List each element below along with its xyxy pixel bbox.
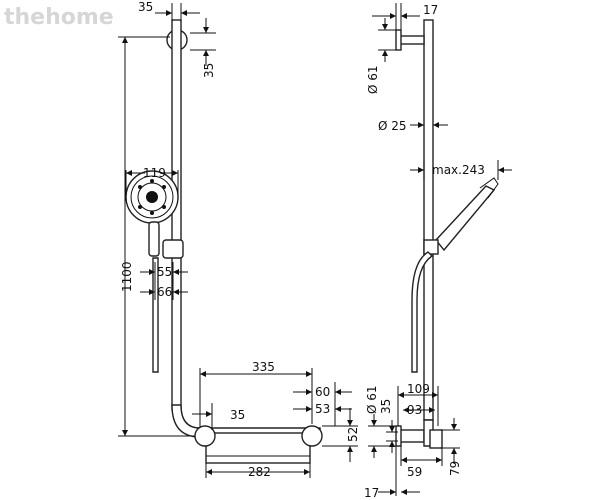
side-shelf [429,429,443,449]
vertical-rail [171,19,182,411]
dim-side-dia61-top: Ø 61 [366,65,380,94]
dim-side-109: 109 [407,382,430,396]
side-bottom-mount [398,429,425,443]
side-slider [423,239,439,255]
side-hose [411,251,434,373]
dim-shelf-60: 60 [315,385,330,399]
dim-shelf-53: 53 [315,402,330,416]
rail-bend [171,404,321,438]
dim-shelf-35: 35 [230,408,245,422]
dim-top-width: 35 [138,0,153,14]
dim-side-17-bottom: 17 [364,486,379,500]
slider-holder [162,239,184,259]
side-shower-head [435,185,496,252]
dim-shelf-335: 335 [252,360,275,374]
dim-total-height: 1100 [120,261,134,292]
dim-side-max: max.243 [432,163,485,177]
dim-side-dia61-bottom: Ø 61 [365,385,379,414]
dim-top-offset: 35 [202,63,216,78]
shelf [205,432,311,464]
dim-head-width: 119 [143,166,166,180]
dim-side-59: 59 [407,465,422,479]
dim-shelf-52: 52 [346,427,360,442]
dim-shelf-282: 282 [248,465,271,479]
dim-side-17-top: 17 [423,3,438,17]
dim-holder-66: 66 [157,285,172,299]
thehome-watermark: thehome [4,5,114,30]
bottom-right-mount [301,425,323,447]
watermark-text: thehome [4,5,114,30]
side-rail [423,19,434,421]
dim-side-93: 93 [407,403,422,417]
shower-hose [152,257,159,373]
side-view: 17 Ø 61 Ø 25 max.243 109 93 Ø 61 [364,3,512,500]
dim-holder-55: 55 [157,265,172,279]
shower-handle [148,221,160,257]
side-top-mount [398,35,425,45]
dim-side-79: 79 [448,461,462,476]
dim-side-dia25: Ø 25 [378,119,407,133]
shower-head-center [146,191,158,203]
dim-side-35: 35 [379,399,393,414]
front-view: 35 35 1100 119 55 66 335 [118,0,360,479]
